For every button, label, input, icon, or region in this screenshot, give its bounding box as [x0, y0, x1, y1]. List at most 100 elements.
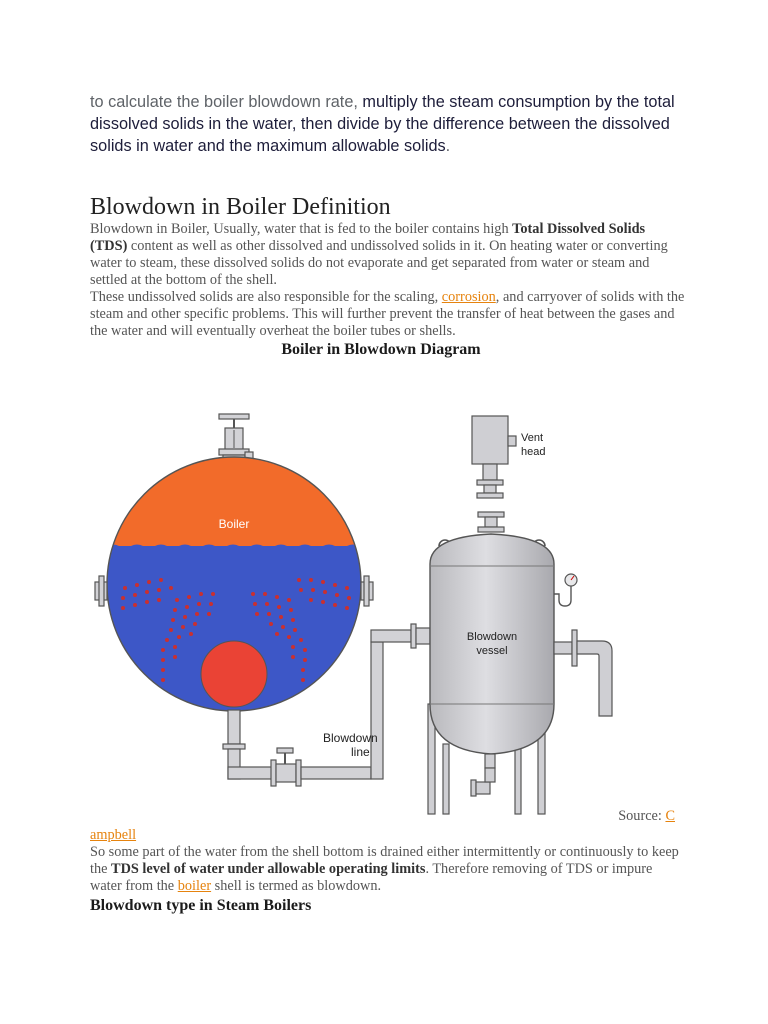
- tube-dot: [321, 600, 325, 604]
- scaling-text-a: These undissolved solids are also respon…: [90, 289, 442, 305]
- blowdown-line-label-1: Blowdown: [323, 731, 378, 745]
- tube-dot: [265, 602, 269, 606]
- tube-dot: [161, 648, 165, 652]
- blowdown-bold-tds-level: TDS level of water under allowable opera…: [111, 861, 426, 877]
- tube-dot: [275, 595, 279, 599]
- source-label: Source:: [618, 808, 666, 824]
- tube-dot: [133, 603, 137, 607]
- boiler-blowdown-diagram: Boiler Blowdown line Vent head: [94, 413, 613, 815]
- tube-dot: [323, 590, 327, 594]
- tube-dot: [169, 586, 173, 590]
- tube-dot: [289, 608, 293, 612]
- tube-dot: [279, 615, 283, 619]
- tube-dot: [255, 612, 259, 616]
- tube-dot: [335, 593, 339, 597]
- tube-dot: [183, 615, 187, 619]
- tube-dot: [121, 606, 125, 610]
- scaling-paragraph: These undissolved solids are also respon…: [90, 289, 685, 340]
- tube-dot: [263, 592, 267, 596]
- tube-dot: [181, 625, 185, 629]
- tube-dot: [199, 592, 203, 596]
- source-link-part1[interactable]: C: [665, 808, 675, 824]
- tube-dot: [293, 628, 297, 632]
- tube-dot: [157, 588, 161, 592]
- vent-label-2: head: [521, 446, 545, 458]
- fire-tubes: [121, 578, 351, 682]
- tube-dot: [333, 583, 337, 587]
- tube-dot: [291, 618, 295, 622]
- tube-dot: [123, 586, 127, 590]
- scaling-text-b: , and carryover of solids with the steam…: [90, 289, 685, 339]
- tube-dot: [209, 602, 213, 606]
- tube-dot: [185, 605, 189, 609]
- blowdown-line: Blowdown line: [222, 623, 431, 787]
- section-title: Blowdown in Boiler Definition: [90, 194, 391, 220]
- tube-dot: [161, 678, 165, 682]
- tube-dot: [121, 596, 125, 600]
- tube-dot: [309, 598, 313, 602]
- tube-dot: [303, 648, 307, 652]
- vent-head: Vent head: [471, 415, 545, 499]
- intro-period: .: [445, 137, 451, 155]
- blowdown-line-label-2: line: [351, 745, 370, 759]
- tube-dot: [281, 625, 285, 629]
- tube-dot: [267, 612, 271, 616]
- blowdown-text-a: So some part of the water from the shell…: [90, 844, 679, 877]
- tube-dot: [189, 632, 193, 636]
- tube-dot: [169, 628, 173, 632]
- tube-dot: [195, 612, 199, 616]
- tube-dot: [193, 622, 197, 626]
- tube-dot: [345, 606, 349, 610]
- tube-dot: [291, 655, 295, 659]
- tube-dot: [299, 638, 303, 642]
- tube-dot: [303, 658, 307, 662]
- boiler-link[interactable]: boiler: [177, 878, 212, 894]
- definition-text-c: content as well as other dissolved and u…: [90, 238, 668, 288]
- tube-dot: [197, 602, 201, 606]
- vent-label-1: Vent: [521, 432, 543, 444]
- definition-text-a: Blowdown in Boiler, Usually, water that …: [90, 221, 513, 237]
- figure-caption: Boiler in Blowdown Diagram: [281, 341, 481, 358]
- blowdown-vessel: Blowdown vessel: [427, 511, 613, 815]
- tube-dot: [297, 578, 301, 582]
- tube-dot: [175, 598, 179, 602]
- tube-dot: [345, 586, 349, 590]
- furnace-tube: [200, 640, 268, 708]
- tube-dot: [333, 603, 337, 607]
- tube-dot: [173, 655, 177, 659]
- tube-dot: [251, 592, 255, 596]
- definition-bold-tds: Total Dissolved Solids (TDS): [90, 221, 646, 254]
- boiler-label: Boiler: [219, 517, 250, 531]
- tube-dot: [145, 600, 149, 604]
- tube-dot: [253, 602, 257, 606]
- tube-dot: [275, 632, 279, 636]
- blowdown-type-heading: Blowdown type in Steam Boilers: [90, 897, 312, 914]
- tube-dot: [277, 605, 281, 609]
- tube-dot: [299, 588, 303, 592]
- definition-paragraph: Blowdown in Boiler, Usually, water that …: [90, 221, 685, 289]
- tube-dot: [347, 596, 351, 600]
- boiler-shell: Boiler: [94, 456, 374, 712]
- source-attribution: Source: C: [618, 808, 675, 825]
- tube-dot: [207, 612, 211, 616]
- tube-dot: [301, 668, 305, 672]
- tube-dot: [177, 635, 181, 639]
- tube-dot: [269, 622, 273, 626]
- boiler-steam-space: [107, 457, 361, 546]
- tube-dot: [301, 678, 305, 682]
- intro-paragraph: to calculate the boiler blowdown rate, m…: [90, 91, 690, 157]
- tube-dot: [311, 588, 315, 592]
- tube-dot: [145, 590, 149, 594]
- vessel-label-2: vessel: [476, 645, 507, 657]
- tube-dot: [157, 598, 161, 602]
- corrosion-link[interactable]: corrosion: [441, 289, 496, 305]
- tube-dot: [159, 578, 163, 582]
- tube-dot: [161, 668, 165, 672]
- blowdown-text-c: . Therefore removing of TDS or impure wa…: [90, 861, 653, 894]
- tube-dot: [321, 580, 325, 584]
- tube-dot: [187, 595, 191, 599]
- tube-dot: [147, 580, 151, 584]
- source-link-part2[interactable]: ampbell: [90, 827, 137, 843]
- tube-dot: [161, 658, 165, 662]
